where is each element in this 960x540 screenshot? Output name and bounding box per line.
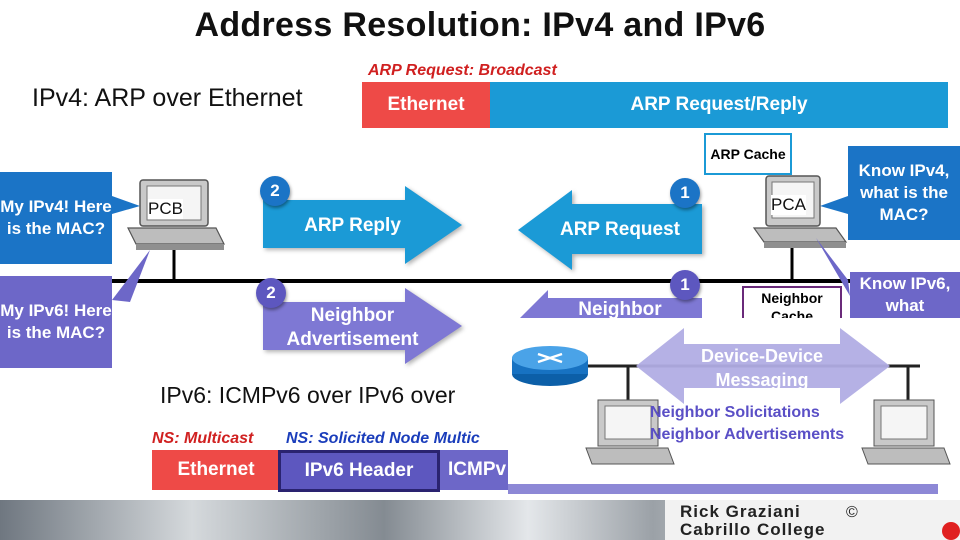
- neighbor-solicitation-step-badge: 1: [670, 270, 700, 300]
- ipv6-header-field: IPv6 Header: [278, 450, 440, 492]
- inset-left-pc-icon: [585, 399, 675, 465]
- arp-cache-box: ARP Cache: [704, 133, 792, 175]
- pcb-ipv4-callout: My IPv4! Here is the MAC?: [0, 172, 112, 264]
- ipv4-ethernet-field: Ethernet: [362, 82, 490, 128]
- neighbor-solicitations-text: Neighbor Solicitations: [650, 404, 820, 421]
- neighbor-advertisement-arrow: [263, 288, 462, 364]
- device-messaging-inset: Device-Device Messaging Neighbor Solicit…: [508, 318, 960, 494]
- arp-request-caption: ARP Request: Broadcast: [368, 62, 557, 79]
- ns-solicited-node-caption: NS: Solicited Node Multic: [286, 430, 480, 447]
- inset-right-pc-icon: [861, 399, 951, 465]
- router-icon: [512, 346, 588, 386]
- arp-request-arrow: [518, 190, 702, 270]
- neighbor-advertisement-label: Neighbor Advertisement: [286, 305, 419, 350]
- credit-author: Rick Graziani: [680, 502, 801, 521]
- device-messaging-label: Device-Device Messaging: [700, 346, 824, 390]
- arp-request-step-badge: 1: [670, 178, 700, 208]
- ipv4-heading: IPv4: ARP over Ethernet: [32, 84, 303, 112]
- neighbor-advertisement-step-badge: 2: [256, 278, 286, 308]
- pca-ipv4-callout: Know IPv4, what is the MAC?: [848, 146, 960, 240]
- ipv6-heading: IPv6: ICMPv6 over IPv6 over: [160, 382, 456, 408]
- slide-title: Address Resolution: IPv4 and IPv6: [194, 6, 766, 44]
- arp-request-reply-field: ARP Request/Reply: [490, 82, 948, 128]
- pca-ipv6-callout: Know IPv6, what: [850, 272, 960, 318]
- ipv6-ethernet-field: Ethernet: [152, 450, 280, 490]
- red-dot-icon: [942, 522, 960, 540]
- arp-reply-label: ARP Reply: [304, 215, 401, 236]
- neighbor-solicitation-label: Neighbor: [578, 299, 662, 318]
- pcb-ipv6-callout: My IPv6! Here is the MAC?: [0, 276, 112, 368]
- pcb-label: PCB: [148, 199, 183, 219]
- arp-reply-arrow: [263, 186, 462, 264]
- pca-ipv4-callout-pointer: [820, 196, 848, 214]
- credit-college: Cabrillo College: [680, 520, 826, 539]
- device-messaging-double-arrow: [636, 328, 890, 404]
- arp-request-label: ARP Request: [559, 219, 680, 240]
- pcb-ipv6-callout-pointer: [112, 250, 150, 302]
- copyright-symbol: ©: [846, 504, 858, 521]
- neighbor-solicitation-arrow: [520, 290, 702, 318]
- neighbor-advertisements-text: Neighbor Advertisements: [650, 426, 845, 443]
- credit-panel: [665, 500, 960, 540]
- arp-reply-step-badge: 2: [260, 176, 290, 206]
- icmpv6-field: ICMPv: [440, 450, 520, 490]
- ns-multicast-caption: NS: Multicast: [152, 430, 254, 447]
- pca-ipv6-callout-pointer: [816, 238, 850, 296]
- pca-label: PCA: [771, 195, 806, 215]
- pcb-ipv4-callout-pointer: [112, 196, 140, 214]
